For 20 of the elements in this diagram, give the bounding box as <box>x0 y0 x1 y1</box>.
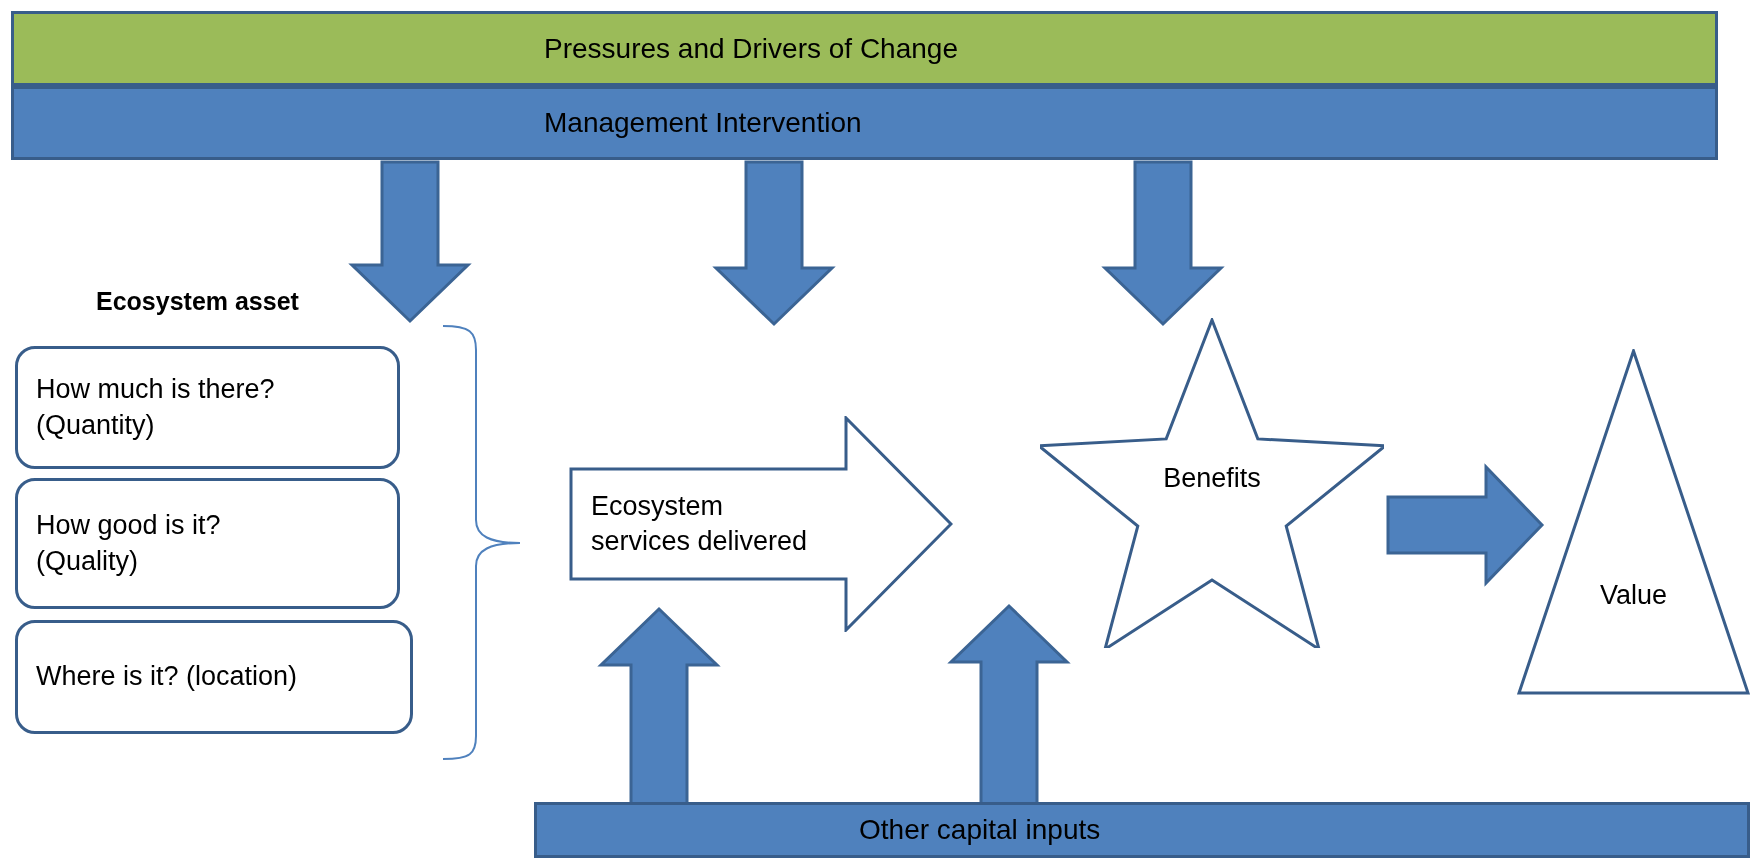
box-label: How much is there? (Quantity) <box>36 373 276 442</box>
shape-label: Benefits <box>1163 462 1261 495</box>
shape-label: Value <box>1599 579 1668 612</box>
banner-label: Other capital inputs <box>859 813 1101 847</box>
banner-label: Pressures and Drivers of Change <box>544 31 958 66</box>
block-arrow <box>1386 463 1545 587</box>
block-arrow <box>348 160 472 324</box>
block-arrow <box>1101 160 1225 327</box>
box-label: How good is it? (Quality) <box>36 509 222 578</box>
shape-label: Ecosystem services delivered <box>591 489 809 558</box>
rounded-box <box>15 478 400 609</box>
rounded-box <box>15 620 413 734</box>
banner-bar <box>11 11 1718 86</box>
rounded-box <box>15 346 400 469</box>
banner-label: Management Intervention <box>544 106 862 140</box>
section-heading: Ecosystem asset <box>96 286 299 318</box>
banner-bar <box>11 86 1718 160</box>
banner-bar <box>534 802 1750 858</box>
box-label: Where is it? (location) <box>36 660 298 694</box>
block-arrow <box>712 160 836 327</box>
